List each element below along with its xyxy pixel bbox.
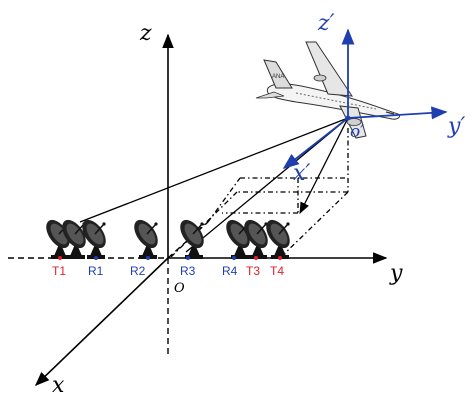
projection-box	[169, 128, 349, 259]
antenna-label-r2: R2	[130, 264, 146, 278]
body-frame	[282, 28, 448, 169]
antenna-label-t4: T4	[270, 264, 284, 278]
antenna-base-marks	[58, 256, 282, 260]
x-axis-label: x	[52, 373, 65, 398]
svg-text:ANA: ANA	[272, 74, 284, 80]
antenna-icon-r2	[128, 214, 164, 260]
z-axis-label: z	[139, 21, 152, 46]
antenna-labels: T1 R1 R2 R3 R4 T3 T4	[52, 264, 284, 278]
y-prime-label: y′	[447, 114, 465, 139]
body-origin-label: o′	[350, 122, 364, 142]
x-prime-label: x′	[293, 161, 310, 186]
line-of-sight-lines	[79, 117, 349, 253]
antenna-label-r1: R1	[88, 264, 104, 278]
antenna-label-r3: R3	[180, 264, 196, 278]
antenna-label-t3: T3	[246, 264, 260, 278]
z-prime-label: z′	[317, 11, 335, 36]
y-axis-label: y	[389, 261, 403, 286]
antenna-label-t1: T1	[52, 264, 66, 278]
antenna-label-r4: R4	[222, 264, 238, 278]
body-origin-dot	[345, 115, 351, 121]
aircraft-icon: ANA	[255, 41, 401, 139]
origin-label: O	[174, 281, 185, 296]
